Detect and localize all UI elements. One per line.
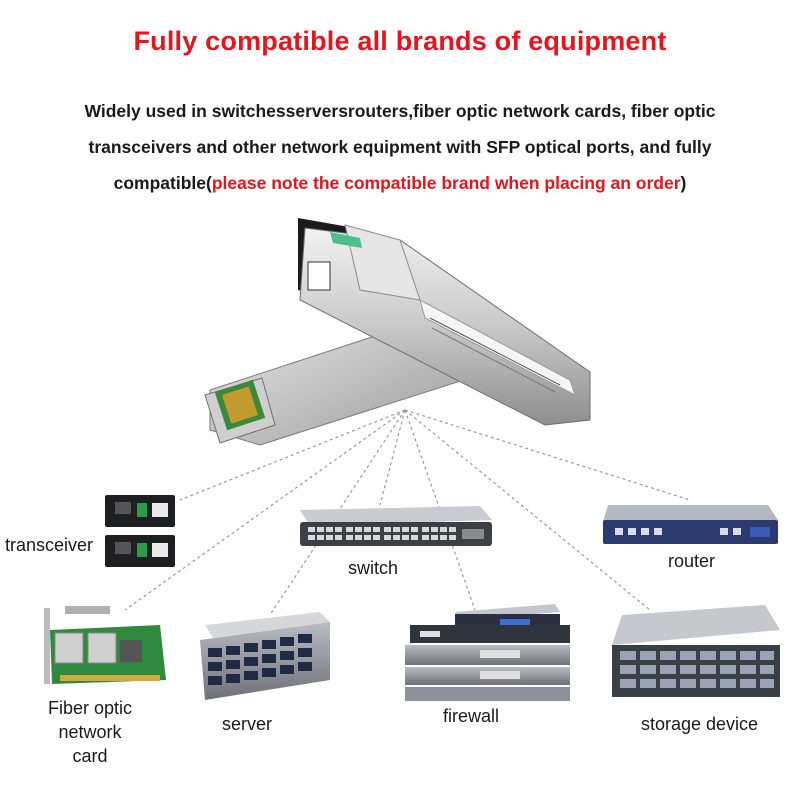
page-title: Fully compatible all brands of equipment — [133, 26, 667, 56]
description-prefix: compatible( — [113, 173, 212, 193]
sfp-module-front — [298, 218, 591, 426]
label-storage-device: storage device — [641, 714, 759, 734]
description-highlight: please note the compatible brand when pl… — [211, 173, 681, 193]
description-line-1: Widely used in switchesserversrouters,fi… — [84, 101, 716, 121]
qr-label-icon — [307, 261, 331, 291]
description-suffix: ) — [680, 173, 687, 193]
label-firewall: firewall — [443, 706, 500, 726]
label-server: server — [222, 714, 273, 734]
switch-icon — [300, 506, 492, 546]
firewall-icon — [405, 604, 570, 701]
label-network-card-line-3: card — [72, 746, 108, 766]
label-switch: switch — [348, 558, 399, 578]
transceiver-icon — [105, 495, 175, 567]
storage-device-icon — [612, 605, 780, 697]
description-line-2: transceivers and other network equipment… — [88, 137, 712, 157]
label-network-card-line-2: network — [58, 722, 122, 742]
router-icon — [603, 505, 778, 544]
description-line-3: compatible(please note the compatible br… — [40, 165, 760, 201]
label-transceiver: transceiver — [5, 535, 94, 555]
label-router: router — [668, 551, 716, 571]
network-card-icon — [44, 606, 166, 684]
label-network-card: Fiber optic network card — [30, 696, 150, 768]
server-icon — [200, 612, 330, 700]
description: Widely used in switchesserversrouters,fi… — [40, 93, 760, 201]
label-network-card-line-1: Fiber optic — [47, 698, 133, 718]
